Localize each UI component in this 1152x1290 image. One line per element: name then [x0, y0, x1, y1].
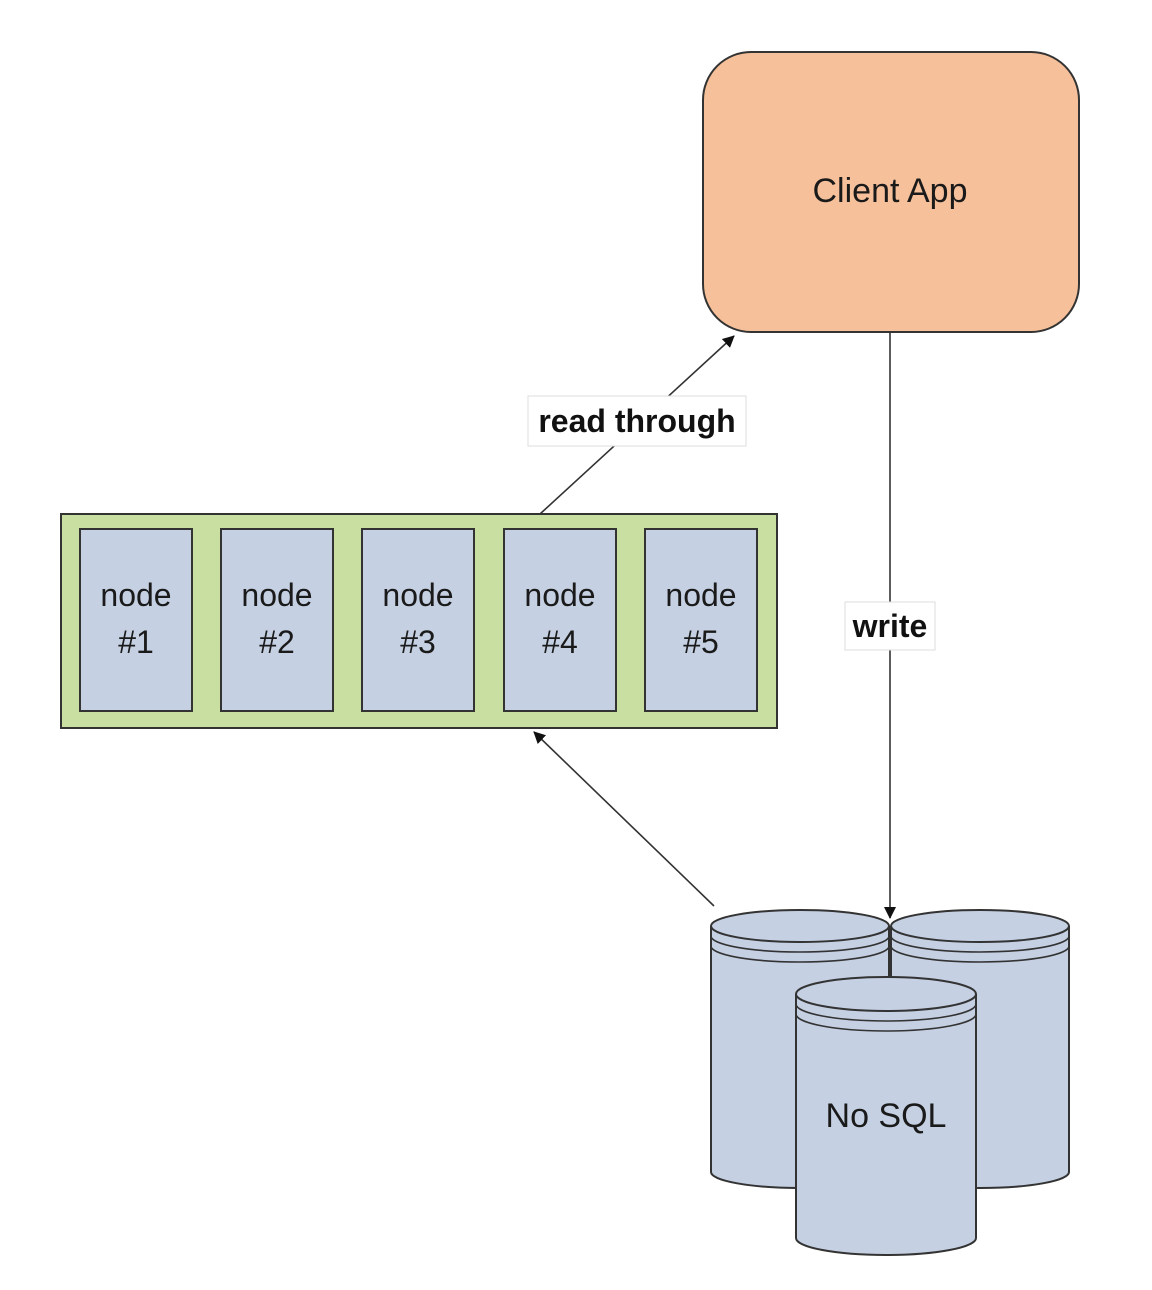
db-cylinder-front: No SQL — [795, 976, 977, 1256]
node-number: #2 — [259, 624, 295, 660]
db-to-cache-arrow — [533, 731, 715, 907]
node-label: node — [524, 577, 595, 613]
node-label: node — [382, 577, 453, 613]
cache-cluster: node #1 node #2 node #3 node #4 node #5 — [60, 513, 778, 729]
node-label: node — [241, 577, 312, 613]
cache-node-4: node #4 — [503, 528, 617, 712]
node-number: #4 — [542, 624, 578, 660]
client-app-box: Client App — [702, 51, 1080, 333]
node-number: #5 — [683, 624, 719, 660]
cache-node-2: node #2 — [220, 528, 334, 712]
write-label-box: write — [844, 601, 936, 651]
write-label: write — [852, 608, 928, 644]
cache-node-1: node #1 — [79, 528, 193, 712]
read-through-label: read through — [538, 403, 735, 439]
node-label: node — [665, 577, 736, 613]
node-number: #3 — [400, 624, 436, 660]
node-label: node — [100, 577, 171, 613]
client-app-label: Client App — [813, 172, 968, 210]
read-through-label-box: read through — [527, 395, 747, 447]
nosql-database: No SQL — [710, 909, 1070, 1256]
cache-node-5: node #5 — [644, 528, 758, 712]
node-number: #1 — [118, 624, 154, 660]
cache-node-3: node #3 — [361, 528, 475, 712]
nosql-label: No SQL — [826, 1097, 947, 1135]
